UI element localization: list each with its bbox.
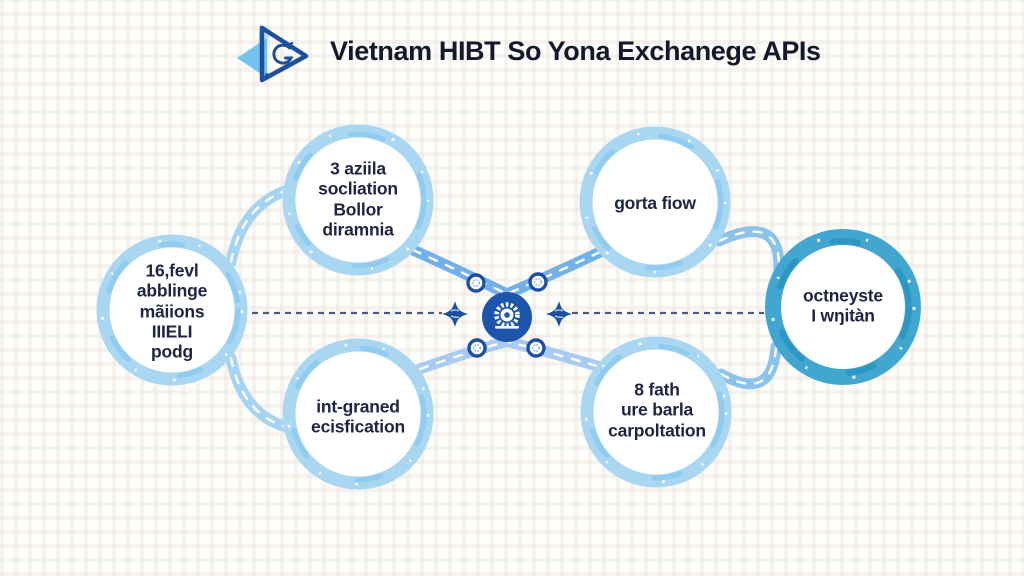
node-bottom-left-ring: [282, 338, 434, 490]
node-bottom-right-ring: [580, 336, 732, 488]
node-bottom-right-label: 8 fath ure barla carpoltation: [608, 379, 706, 441]
star-connector-icon: [442, 301, 572, 327]
road-topleft-hub: [407, 244, 511, 299]
header: Vietnam HIBT So Yona Exchanege APIs: [236, 18, 821, 84]
node-left-label: 16,fevl abblinge mãiions IIIELI podg: [136, 260, 208, 362]
node-right-label: octneyste I wŋitàn: [803, 285, 883, 326]
node-top-right-label: gorta fiow: [614, 192, 696, 213]
node-top-right-ring: [579, 126, 731, 278]
satellite-node-icon: [466, 272, 548, 358]
node-bottom-left-label: int-graned ecisfication: [311, 396, 405, 437]
node-left-ring: [96, 234, 248, 386]
node-right-ring: [765, 229, 921, 385]
brand-logo-icon: [237, 24, 309, 83]
page-title: Vietnam HIBT So Yona Exchanege APIs: [330, 35, 821, 66]
node-rings: [96, 124, 921, 490]
node-top-left-ring: [282, 124, 434, 276]
hub-cluster: [442, 272, 572, 358]
road-bottomright-hub: [503, 336, 603, 372]
node-top-left-label: 3 aziila socliation Bollor diramnia: [318, 158, 398, 240]
road-bottomleft-hub: [414, 336, 511, 375]
road-topright-hub: [503, 246, 606, 299]
hub-gear-icon: [482, 292, 532, 342]
